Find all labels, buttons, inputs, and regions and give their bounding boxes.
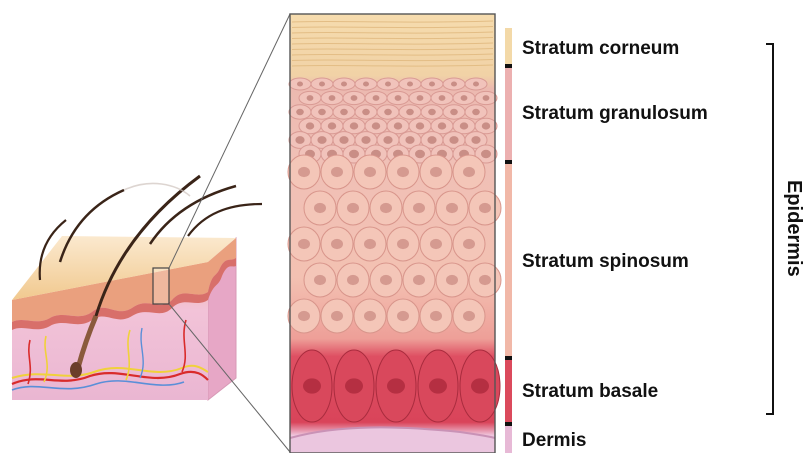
cell-nucleus: [415, 150, 425, 159]
cell-nucleus: [306, 122, 314, 129]
cell-nucleus: [314, 275, 326, 285]
magnified-cross-section: [288, 14, 501, 453]
cell-nucleus: [438, 122, 446, 129]
cell-nucleus: [430, 167, 442, 177]
cell-nucleus: [362, 109, 370, 115]
cell-nucleus: [297, 81, 303, 86]
cell-nucleus: [345, 378, 363, 393]
cell-nucleus: [429, 81, 435, 86]
cell-nucleus: [347, 203, 359, 213]
cell-nucleus: [340, 109, 348, 115]
cell-nucleus: [380, 203, 392, 213]
cell-nucleus: [307, 95, 314, 101]
cell-nucleus: [361, 136, 370, 144]
stratum-granulosum-label: Stratum granulosum: [522, 103, 708, 125]
epidermis-bracket: [766, 44, 773, 414]
cell-nucleus: [380, 275, 392, 285]
cell-nucleus: [463, 167, 475, 177]
cell-nucleus: [329, 95, 336, 101]
cell-nucleus: [363, 81, 369, 86]
cell-nucleus: [397, 311, 409, 321]
cell-nucleus: [481, 150, 491, 159]
cell-nucleus: [347, 275, 359, 285]
cell-nucleus: [461, 95, 468, 101]
skin-block-illustration: [12, 176, 262, 400]
cell-nucleus: [446, 275, 458, 285]
cell-nucleus: [413, 203, 425, 213]
cell-nucleus: [463, 239, 475, 249]
cell-nucleus: [430, 239, 442, 249]
cell-nucleus: [349, 150, 359, 159]
cell-nucleus: [397, 167, 409, 177]
cell-nucleus: [446, 203, 458, 213]
cell-nucleus: [385, 81, 391, 86]
cell-nucleus: [384, 109, 392, 115]
cell-nucleus: [317, 136, 326, 144]
cell-nucleus: [394, 122, 402, 129]
cell-nucleus: [298, 311, 310, 321]
cell-nucleus: [430, 311, 442, 321]
cell-nucleus: [350, 122, 358, 129]
cell-nucleus: [416, 122, 424, 129]
cell-nucleus: [473, 81, 479, 86]
cell-nucleus: [483, 95, 490, 101]
cell-nucleus: [331, 311, 343, 321]
cell-nucleus: [341, 81, 347, 86]
cell-nucleus: [428, 109, 436, 115]
cell-nucleus: [482, 122, 490, 129]
cell-nucleus: [397, 239, 409, 249]
cell-nucleus: [471, 378, 489, 393]
cell-nucleus: [295, 136, 304, 144]
cell-nucleus: [387, 378, 405, 393]
cell-nucleus: [328, 122, 336, 129]
cell-nucleus: [451, 81, 457, 86]
cell-nucleus: [298, 167, 310, 177]
cell-nucleus: [339, 136, 348, 144]
cell-nucleus: [479, 275, 491, 285]
cell-nucleus: [405, 136, 414, 144]
cell-nucleus: [298, 239, 310, 249]
cell-nucleus: [471, 136, 480, 144]
cell-nucleus: [331, 167, 343, 177]
cell-nucleus: [417, 95, 424, 101]
cell-nucleus: [296, 109, 304, 115]
cell-nucleus: [449, 136, 458, 144]
cell-nucleus: [314, 203, 326, 213]
stratum-basale-label: Stratum basale: [522, 381, 658, 403]
cell-nucleus: [303, 378, 321, 393]
cell-nucleus: [373, 95, 380, 101]
epidermis-label: Epidermis: [782, 180, 805, 277]
cell-nucleus: [450, 109, 458, 115]
cell-nucleus: [319, 81, 325, 86]
cell-nucleus: [364, 167, 376, 177]
layer-indicator-bar: [505, 28, 512, 453]
cell-nucleus: [427, 136, 436, 144]
cell-nucleus: [460, 122, 468, 129]
cell-nucleus: [383, 136, 392, 144]
cell-nucleus: [364, 239, 376, 249]
cell-nucleus: [479, 203, 491, 213]
cell-nucleus: [472, 109, 480, 115]
cell-nucleus: [413, 275, 425, 285]
stratum-corneum-label: Stratum corneum: [522, 38, 679, 60]
cell-nucleus: [351, 95, 358, 101]
cell-nucleus: [406, 109, 414, 115]
stratum-spinosum-label: Stratum spinosum: [522, 251, 689, 273]
cell-nucleus: [364, 311, 376, 321]
cell-nucleus: [429, 378, 447, 393]
cell-nucleus: [463, 311, 475, 321]
cell-nucleus: [439, 95, 446, 101]
cell-nucleus: [318, 109, 326, 115]
dermis-label: Dermis: [522, 430, 586, 452]
cell-nucleus: [331, 239, 343, 249]
cell-nucleus: [407, 81, 413, 86]
cell-nucleus: [395, 95, 402, 101]
cell-nucleus: [372, 122, 380, 129]
